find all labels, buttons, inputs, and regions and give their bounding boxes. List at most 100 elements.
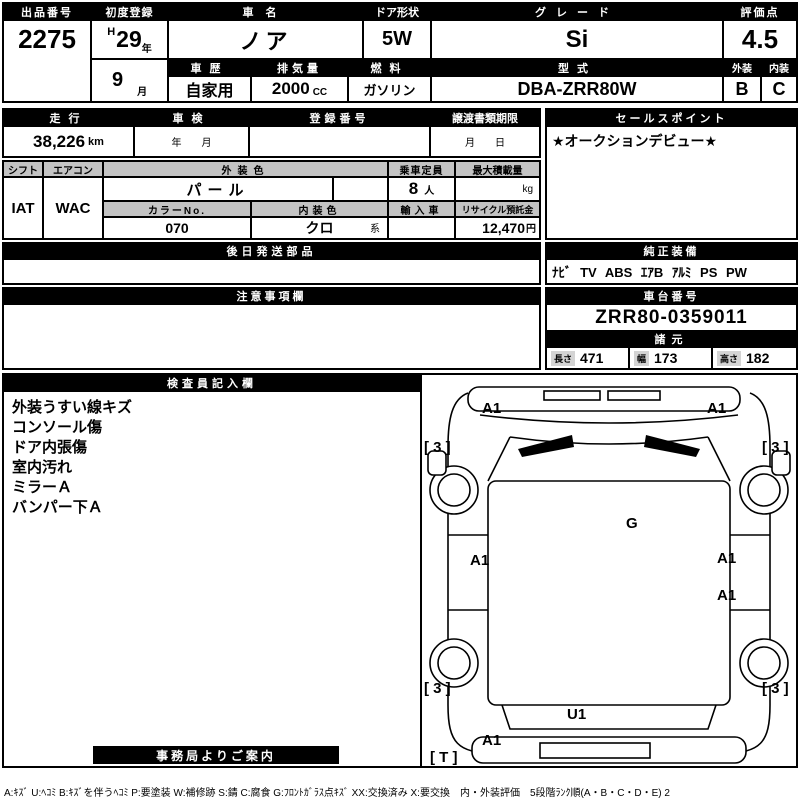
- shift-label: シフト: [4, 162, 42, 176]
- door-shape: 5W: [364, 21, 430, 58]
- color-no: 070: [104, 218, 250, 238]
- car-diagram-panel: A1 A1 [ 3 ] [ 3 ] G A1 A1 A1 [ 3 ] [ 3 ]…: [422, 375, 796, 766]
- inspector-note: ミラーＡ: [12, 479, 73, 496]
- mileage-unit: km: [88, 135, 104, 148]
- transfer-deadline: 月 日: [431, 127, 539, 156]
- interior-color-label: 内装色: [252, 202, 387, 216]
- import-flag: [389, 218, 454, 238]
- car-name: ノア: [169, 21, 362, 58]
- dimension-width: 幅 173: [630, 348, 711, 368]
- car-rear-window: [501, 704, 717, 730]
- capacity-value: 8: [408, 179, 419, 198]
- diagram-label-tire: [ T ]: [430, 749, 458, 766]
- first-reg-year-unit: 年: [141, 44, 152, 55]
- chassis-no: ZRR80-0359011: [547, 305, 796, 330]
- car-windshield: [487, 436, 731, 482]
- caution-label: 注意事項欄: [4, 289, 539, 303]
- inspector-note: ドア内張傷: [12, 439, 88, 456]
- mileage-block: 走行 車検 登録番号 譲渡書類期限 38,226 km 年 月 月 日: [2, 108, 541, 158]
- caution-block: 注意事項欄: [2, 287, 541, 370]
- model-code-label: 型式: [432, 60, 722, 75]
- height-label: 高さ: [717, 350, 742, 366]
- wheel-front-left-inner: [437, 473, 471, 507]
- transfer-deadline-label: 譲渡書類期限: [431, 110, 539, 125]
- inspection-block: 検査員記入欄 外装うすい線キズ コンソール傷 ドア内張傷 室内汚れ ミラーＡ バ…: [2, 373, 798, 768]
- front-grille-left: [543, 390, 601, 401]
- diagram-label-glass: G: [626, 515, 638, 532]
- exterior-grade-label: 外装: [724, 60, 760, 75]
- interior-color: クロ 系: [252, 218, 387, 238]
- first-reg-era: H: [107, 26, 116, 38]
- fuel-label: 燃料: [349, 60, 430, 75]
- capacity: 8 人: [389, 178, 454, 200]
- model-code: DBA-ZRR80W: [432, 77, 722, 101]
- wheel-front-right-inner: [747, 473, 781, 507]
- diagram-label-rear-center: U1: [567, 706, 586, 723]
- mileage: 38,226 km: [4, 127, 133, 156]
- recycle-deposit-label: リサイクル預託金: [456, 202, 539, 216]
- exterior-grade: B: [724, 77, 760, 101]
- diagram-label-left-bottom: [ 3 ]: [424, 680, 451, 697]
- length-label: 長さ: [551, 350, 576, 366]
- wheel-front-right: [739, 465, 789, 515]
- inspector-notes-label: 検査員記入欄: [4, 375, 420, 390]
- legend: A:ｷｽﾞ U:ﾍｺﾐ B:ｷｽﾞを伴うﾍｺﾐ P:要塗装 W:補修跡 S:錆 …: [4, 788, 670, 799]
- inspection-expiry: 年 月: [135, 127, 248, 156]
- car-diagram: A1 A1 [ 3 ] [ 3 ] G A1 A1 A1 [ 3 ] [ 3 ]…: [424, 386, 791, 766]
- interior-color-value: クロ: [305, 220, 334, 236]
- wheel-rear-left: [429, 638, 479, 688]
- dimension-length: 長さ 471: [547, 348, 628, 368]
- car-name-label: 車名: [169, 4, 362, 19]
- license-plate: [539, 742, 651, 759]
- shift: IAT: [4, 178, 42, 238]
- wheel-rear-right: [739, 638, 789, 688]
- diagram-label-mid-left: A1: [470, 552, 489, 569]
- sales-point-block: セールスポイント ★オークションデビュー★: [545, 108, 798, 240]
- displacement-label: 排気量: [252, 60, 347, 75]
- later-parts: [4, 260, 539, 283]
- sales-point-label: セールスポイント: [547, 110, 796, 125]
- recycle-deposit-value: 12,470: [482, 220, 525, 236]
- diagram-label-right-bottom: [ 3 ]: [762, 680, 789, 697]
- car-roof: [487, 480, 731, 706]
- color-spec-block: シフト IAT エアコン WAC 外装色 乗車定員 最大積載量 パール 8 人 …: [2, 160, 541, 240]
- exterior-color-extra: [334, 178, 387, 200]
- first-reg-month: 9 月: [92, 60, 167, 101]
- registration-no: [250, 127, 429, 156]
- wheel-front-left: [429, 465, 479, 515]
- diagram-label-right-top: [ 3 ]: [762, 439, 789, 456]
- capacity-unit: 人: [424, 186, 435, 197]
- equipment-block: 純正装備 ﾅﾋﾞ TV ABS ｴｱB ｱﾙﾐ PS PW: [545, 242, 798, 285]
- aircon-label: エアコン: [44, 162, 102, 176]
- interior-grade: C: [762, 77, 796, 101]
- diagram-label-lower-right: A1: [717, 587, 736, 604]
- office-info-label: 事務局よりご案内: [93, 746, 339, 764]
- equipment-list: ﾅﾋﾞ TV ABS ｴｱB ｱﾙﾐ PS PW: [547, 260, 796, 283]
- exterior-color-label: 外装色: [104, 162, 387, 176]
- inspector-notes: 外装うすい線キズ コンソール傷 ドア内張傷 室内汚れ ミラーＡ バンパー下Ａ 事…: [4, 392, 420, 766]
- width-label: 幅: [634, 350, 650, 366]
- dimensions-label: 諸元: [547, 332, 796, 346]
- capacity-label: 乗車定員: [389, 162, 454, 176]
- equipment-label: 純正装備: [547, 244, 796, 258]
- later-parts-block: 後日発送部品: [2, 242, 541, 285]
- interior-color-unit: 系: [370, 224, 380, 235]
- front-grille-right: [607, 390, 661, 401]
- chassis-block: 車台番号 ZRR80-0359011 諸元 長さ 471 幅 173 高さ 18…: [545, 287, 798, 370]
- interior-grade-label: 内装: [762, 60, 796, 75]
- first-reg-year-value: 29: [116, 26, 142, 52]
- score: 4.5: [724, 21, 796, 58]
- wiper-right: [644, 435, 700, 457]
- car-door-lines: [448, 534, 770, 611]
- later-parts-label: 後日発送部品: [4, 244, 539, 258]
- height-value: 182: [746, 350, 770, 366]
- wiper-left: [518, 435, 574, 457]
- inspector-note: バンパー下Ａ: [12, 499, 103, 516]
- aircon: WAC: [44, 178, 102, 238]
- history: 自家用: [169, 77, 250, 101]
- inspection-expiry-label: 車検: [135, 110, 248, 125]
- mirror-right: [771, 450, 791, 476]
- diagram-label-front-right: A1: [707, 400, 726, 417]
- mirror-left: [427, 450, 447, 476]
- diagram-label-front-left: A1: [482, 400, 501, 417]
